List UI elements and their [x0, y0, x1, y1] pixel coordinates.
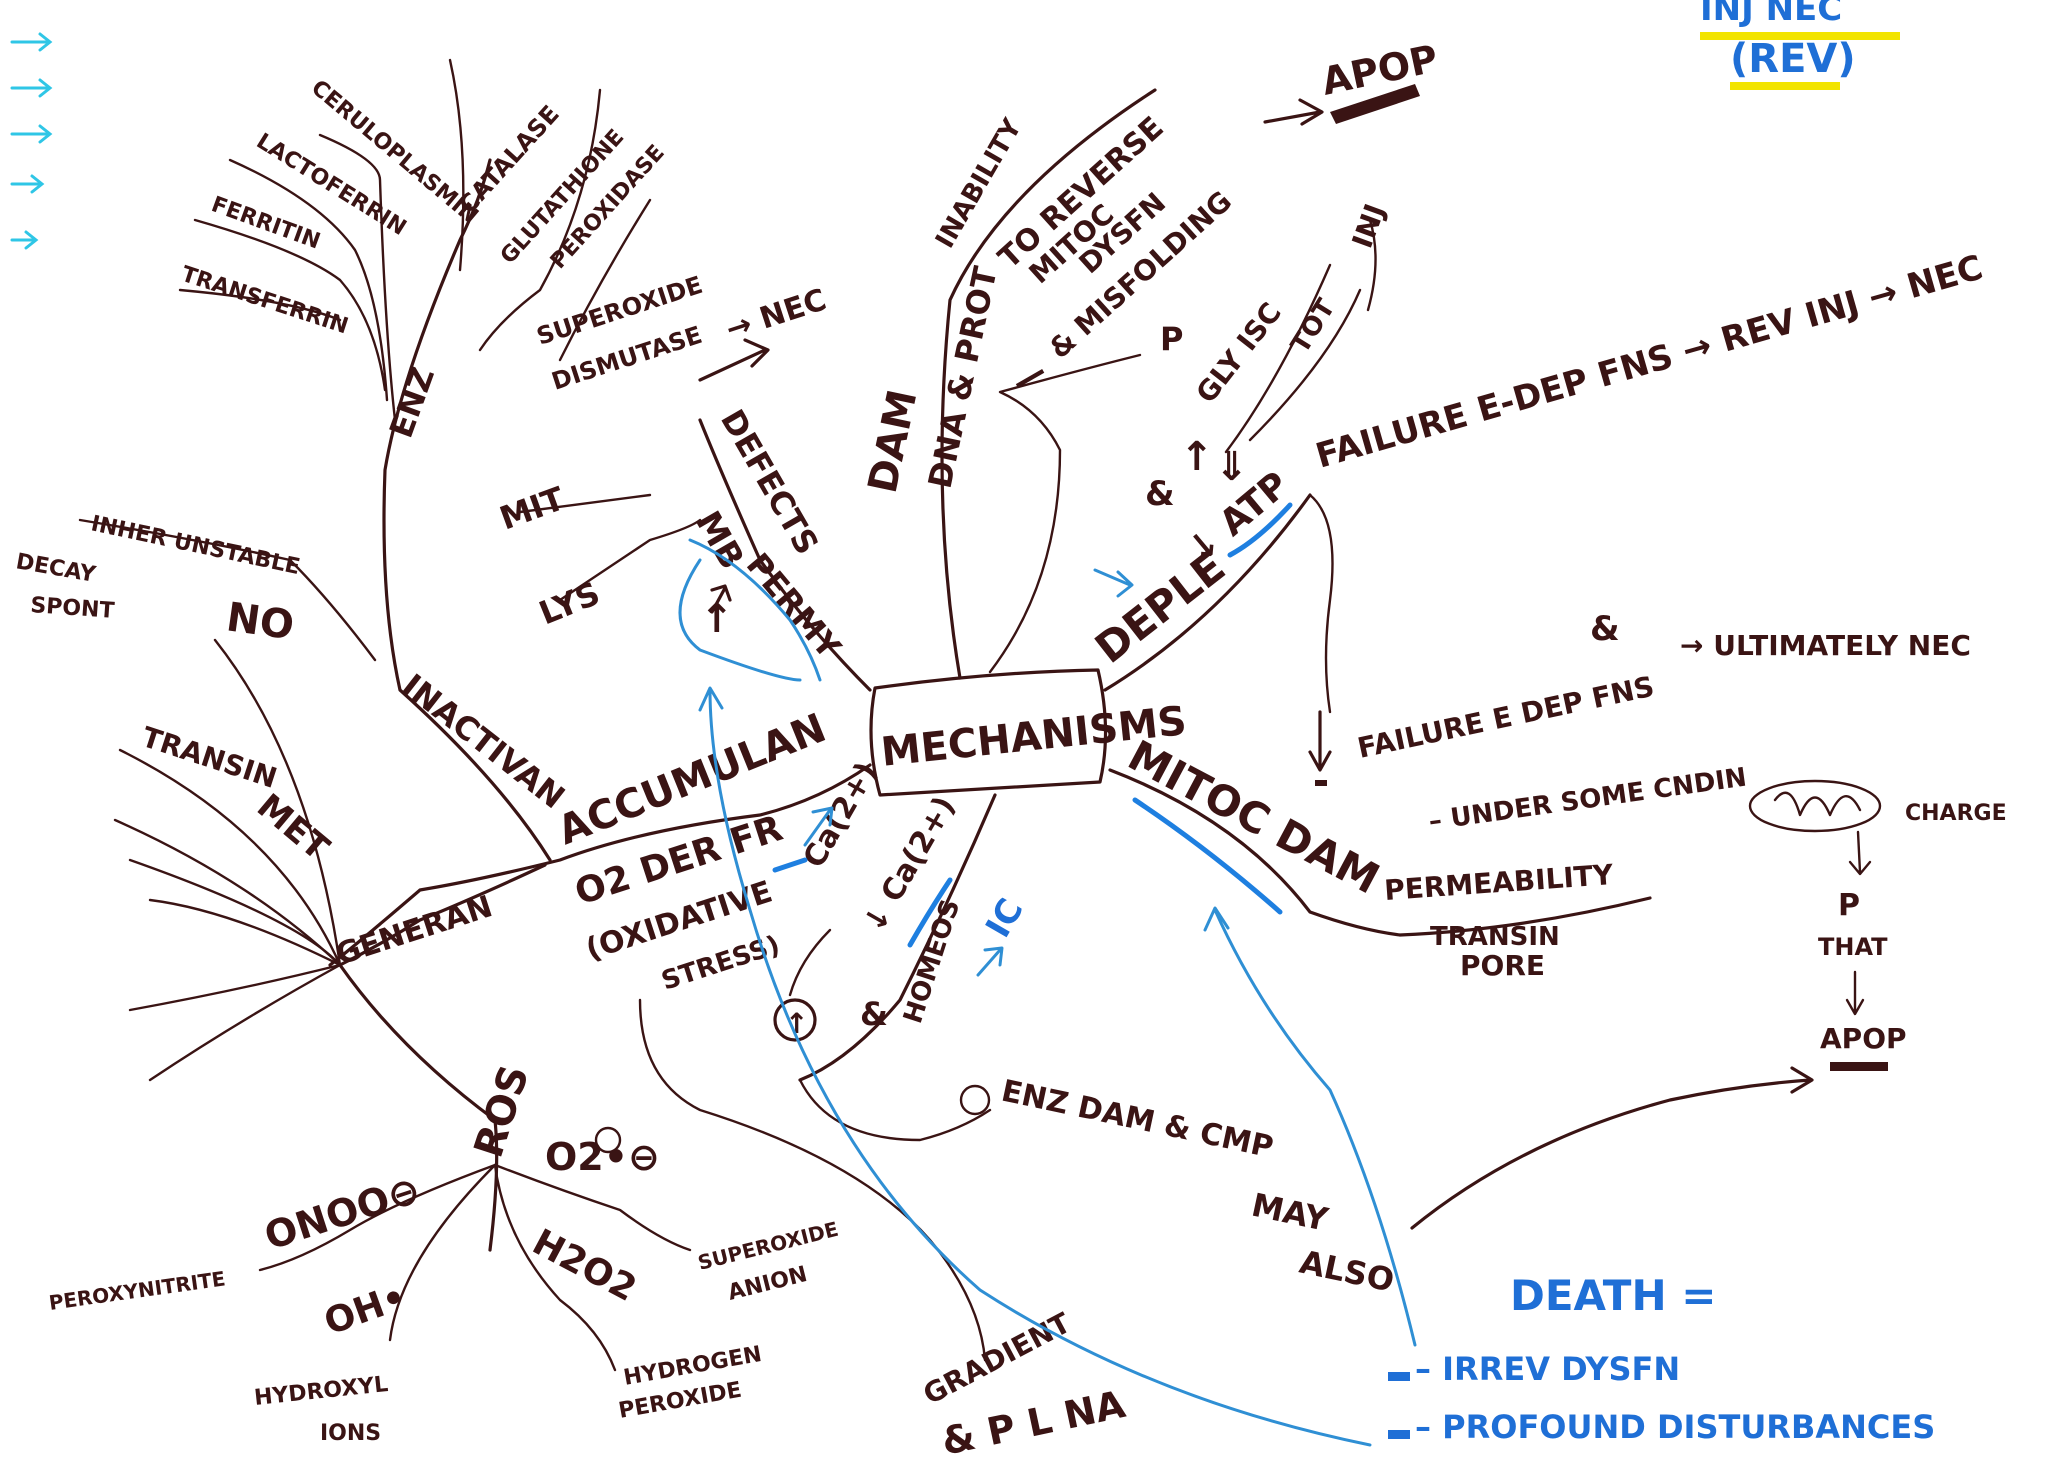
- nec-text: → NEC: [722, 282, 831, 347]
- ultimately-text: → ULTIMATELY NEC: [1680, 629, 1971, 662]
- no-text: NO: [224, 594, 297, 649]
- spont-text: SPONT: [30, 593, 116, 624]
- corner-line2: (REV): [1730, 36, 1856, 82]
- o2rad-text: O2•⊖: [545, 1135, 660, 1179]
- enz-dam-text: ENZ DAM & CMP: [998, 1074, 1276, 1166]
- and-text: &: [1590, 609, 1620, 649]
- superoxide2-text: SUPEROXIDE: [695, 1217, 840, 1275]
- accumulan-text: ACCUMULAN: [552, 705, 833, 854]
- branch-dam: INABILITY TO REVERSE MITOC DYSFN & MISFO…: [860, 36, 1442, 680]
- hydroxyl-text: HYDROXYL: [253, 1372, 389, 1411]
- under-text: – UNDER SOME CNDIN: [1427, 763, 1749, 837]
- generan-text: GENERAN: [332, 889, 497, 972]
- peroxynitrite-text: PEROXYNITRITE: [47, 1266, 226, 1315]
- p-dam-text: P: [1160, 320, 1183, 358]
- pl-na-text: & P L NA: [938, 1382, 1130, 1464]
- lys-text: LYS: [534, 574, 605, 632]
- apop2-text: APOP: [1820, 1022, 1907, 1055]
- hydrogen-text: HYDROGEN: [622, 1342, 764, 1391]
- homeos-text: HOMEOS: [898, 896, 966, 1027]
- may-text: MAY: [1248, 1186, 1332, 1239]
- inher-text: INHER UNSTABLE: [89, 511, 302, 580]
- stress-text: STRESS): [658, 930, 784, 996]
- and-deple: &: [1145, 474, 1175, 514]
- and-ca: &: [860, 995, 888, 1033]
- down-double-arrow: ⇓: [1215, 444, 1249, 490]
- dna-prot-text: DNA & PROT: [921, 263, 1005, 492]
- permy-text: PERMY: [739, 546, 849, 667]
- item-transferrin: TRANSFERRIN: [178, 262, 351, 339]
- failure2-text: FAILURE E DEP FNS: [1355, 670, 1658, 765]
- oh-text: OH•: [319, 1276, 412, 1343]
- corner-note: INJ NEC (REV): [1700, 0, 1900, 90]
- death-line2: – PROFOUND DISTURBANCES: [1415, 1408, 1935, 1446]
- permeability-text: PERMEABILITY: [1383, 858, 1615, 907]
- death-title: DEATH =: [1510, 1271, 1716, 1320]
- branch-mitoc-dam: MITOC DAM PERMEABILITY TRANSIN PORE CHAR…: [1108, 609, 2007, 1230]
- ic-text: IC: [978, 892, 1031, 945]
- onoo-text: ONOO⊖: [259, 1167, 425, 1258]
- transin-text: TRANSIN: [138, 720, 281, 795]
- death-line1: – IRREV DYSFN: [1415, 1350, 1680, 1388]
- glycolysis-text: GLY ISC: [1190, 296, 1288, 409]
- charge-text: CHARGE: [1905, 801, 2007, 826]
- inj-text: INJ: [1346, 199, 1392, 252]
- up-arrow-text: ↑: [1180, 434, 1214, 480]
- mit-text: MIT: [495, 479, 570, 537]
- pore-text: PORE: [1460, 949, 1545, 982]
- failure-text: FAILURE E-DEP FNS → REV INJ → NEC: [1311, 248, 1987, 477]
- ca-first: Ca(2+): [797, 756, 885, 874]
- transition-text: TRANSIN: [1430, 922, 1560, 952]
- dam-label: DAM: [860, 386, 927, 497]
- cyan-arrows: [10, 32, 53, 250]
- up-arrow-mb: ↑: [700, 596, 734, 642]
- decay-text: DECAY: [14, 549, 98, 588]
- inactivan-text: INACTIVAN: [395, 666, 572, 816]
- h2o2-text: H2O2: [526, 1222, 643, 1310]
- death-note: DEATH = – IRREV DYSFN – PROFOUND DISTURB…: [1388, 1271, 1935, 1446]
- circle-arrow: ↑: [785, 1007, 808, 1040]
- tot-text: TOT: [1285, 294, 1341, 359]
- anion-text: ANION: [725, 1262, 809, 1306]
- dash-text: —: [1005, 351, 1054, 403]
- met-text: MET: [249, 786, 337, 869]
- blue-connectors: [698, 686, 1417, 1447]
- ros-text: ROS: [466, 1060, 539, 1163]
- that-text: THAT: [1818, 933, 1888, 961]
- also-text: ALSO: [1296, 1243, 1397, 1300]
- corner-line1: INJ NEC: [1700, 0, 1842, 29]
- apop-text: APOP: [1318, 36, 1442, 103]
- p-text: P: [1838, 888, 1860, 923]
- ions-text: IONS: [320, 1421, 381, 1446]
